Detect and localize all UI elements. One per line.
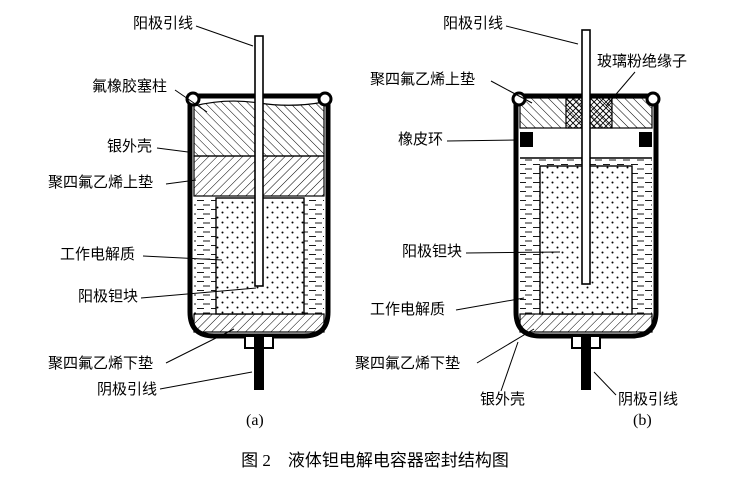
rubber-ring-left-b [520,132,533,147]
leader-a-lower-gasket [165,328,235,364]
label-a-anode-lead: 阳极引线 [133,16,194,32]
label-b-rubber-ring: 橡皮环 [398,132,444,148]
ptfe-lower-gasket-a [193,313,325,333]
tag-a: (a) [246,412,264,429]
leader-a-anode-lead [195,25,254,47]
leader-b-anode-lead [505,25,579,45]
capacitor-a [185,35,333,390]
leader-a-upper-gasket [165,179,197,185]
label-a-ptfe-upper-gasket: 聚四氟乙烯上垫 [48,175,154,191]
leader-b-upper-gasket [490,80,533,104]
label-b-working-electrolyte: 工作电解质 [370,302,446,318]
label-a-ptfe-lower-gasket: 聚四氟乙烯下垫 [48,356,154,372]
label-a-working-electrolyte: 工作电解质 [60,247,136,263]
label-b-glass-powder-insulator: 玻璃粉绝缘子 [597,54,688,70]
figure-caption: 图 2 液体钽电解电容器密封结构图 [241,451,509,470]
label-b-ptfe-lower-gasket: 聚四氟乙烯下垫 [355,356,461,372]
label-a-cathode-lead: 阴极引线 [97,382,158,398]
anode-lead-b [581,29,591,285]
anode-lead-a [254,35,264,287]
label-a-silver-shell: 银外壳 [107,139,153,155]
capacitor-b [511,29,661,390]
ptfe-lower-gasket-b [519,313,653,333]
leader-b-block [465,251,561,254]
leader-a-shell [156,147,189,153]
label-b-anode-tantalum-block: 阳极钽块 [402,244,463,260]
leader-a-block [140,287,257,299]
cathode-lead-a [254,336,264,390]
leader-a-cathode-lead [159,371,253,390]
rim-curl-left-b [511,91,527,107]
rim-curl-left-a [185,91,201,107]
leader-b-electrolyte [455,297,525,311]
leader-b-lower-gasket [476,328,535,364]
label-a-anode-tantalum-block: 阳极钽块 [78,289,139,305]
leader-a-plug [174,89,208,113]
label-b-ptfe-upper-gasket: 聚四氟乙烯上垫 [370,72,476,88]
leader-b-glass-insulator [605,71,636,107]
leader-lines [140,25,636,396]
label-a-fluororubber-plug: 氟橡胶塞柱 [92,79,168,95]
label-b-cathode-lead: 阴极引线 [618,392,679,408]
leader-b-cathode-lead [593,371,617,396]
rim-curl-right-b [645,91,661,107]
tag-b: (b) [633,412,652,429]
leader-b-shell [500,341,519,392]
cathode-lead-b [581,336,591,390]
label-b-silver-shell: 银外壳 [480,392,526,408]
leader-b-rubber-ring [446,139,519,142]
leader-a-electrolyte [142,255,223,261]
rubber-ring-right-b [639,132,652,147]
label-b-anode-lead: 阳极引线 [443,16,504,32]
rim-curl-right-a [317,91,333,107]
